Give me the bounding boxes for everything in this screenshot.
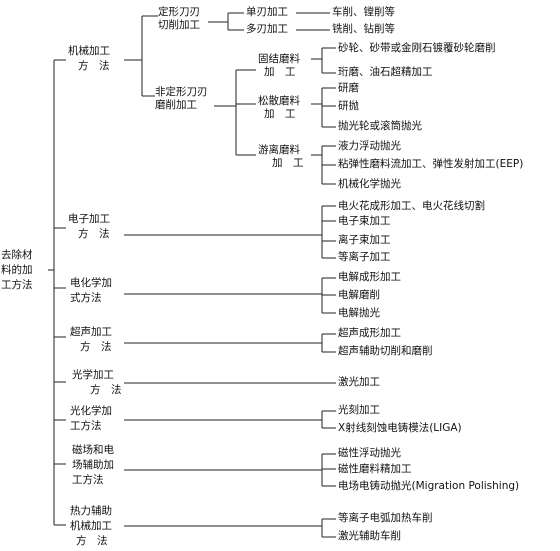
- photochem-line: [124, 410, 336, 429]
- node-line: 加 工: [264, 108, 296, 120]
- mech-single-leaf: 车削、镗削等: [332, 6, 395, 18]
- leaf-item: 机械化学抛光: [338, 178, 401, 190]
- category-thermal: 热力辅助 机械加工 方 法: [70, 504, 112, 549]
- free-abr-split: [311, 145, 336, 185]
- leaf-item: 电场电铸动抛光(Migration Polishing): [338, 480, 520, 492]
- mech-multi-leaf: 铣削、钻削等: [332, 23, 395, 35]
- category-field-assisted: 磁场和电 场辅助加 工方法: [72, 443, 114, 488]
- category-line: 场辅助加: [72, 459, 114, 471]
- category-electrochemical: 电化学加 式方法: [70, 276, 112, 306]
- category-line: 磁场和电: [72, 444, 114, 456]
- node-line: 切削加工: [158, 19, 200, 31]
- category-mechanical: 机械加工 方 法: [68, 44, 110, 74]
- category-stubs: [54, 59, 66, 526]
- category-line: 式方法: [70, 292, 102, 304]
- mech-multi-edge: 多刃加工: [246, 23, 288, 35]
- mech-single-edge: 单刃加工: [246, 6, 288, 18]
- loose-abrasive: 松散磨料 加 工: [258, 95, 300, 121]
- mech-fixed-edge: 定形刀刃 切削加工: [158, 6, 200, 32]
- ultrasonic-line: [124, 333, 336, 353]
- category-line: 光学加工: [72, 369, 114, 381]
- leaf-item: 电解成形加工: [338, 271, 401, 283]
- leaf-item: 磁性磨料精加工: [338, 463, 412, 475]
- fixed-split: [208, 12, 244, 31]
- category-line: 电化学加: [70, 277, 112, 289]
- node-line: 磨削加工: [155, 99, 197, 111]
- node-line: 加 工: [272, 157, 304, 169]
- root-line: 料的加: [1, 264, 33, 276]
- category-line: 工方法: [72, 474, 104, 486]
- leaf-item: 电子束加工: [338, 215, 391, 227]
- node-line: 松散磨料: [258, 95, 300, 107]
- category-electron: 电子加工 方 法: [68, 212, 110, 242]
- fixed-abrasive: 固结磨料 加 工: [258, 53, 300, 79]
- category-line: 方 法: [76, 535, 108, 547]
- category-photochemical: 光化学加 工方法: [70, 404, 112, 434]
- category-optical: 光学加工 方 法: [72, 368, 122, 398]
- leaf-item: 等离子电弧加热车削: [338, 512, 433, 524]
- leaf-item: 液力浮动抛光: [338, 140, 401, 152]
- thermal-line: [124, 518, 336, 538]
- mech-nonfixed-edge: 非定形刀刃 磨削加工: [155, 86, 208, 112]
- node-line: 非定形刀刃: [155, 86, 208, 98]
- leaf-item: 光刻加工: [338, 404, 380, 416]
- node-line: 定形刀刃: [158, 6, 200, 18]
- leaf-item: 电火花成形加工、电火花线切割: [338, 200, 485, 212]
- leaf-item: 等离子加工: [338, 251, 391, 263]
- leaf-item: 激光加工: [338, 376, 380, 388]
- leaf-item: 电解磨削: [338, 289, 380, 301]
- field-line: [124, 453, 336, 487]
- leaf-item: 超声辅助切削和磨削: [338, 345, 433, 357]
- category-line: 超声加工: [70, 326, 112, 338]
- category-ultrasonic: 超声加工 方 法: [70, 325, 112, 355]
- leaf-item: 研抛: [338, 100, 359, 112]
- category-line: 方 法: [80, 341, 112, 353]
- abrasive-split: [235, 69, 256, 156]
- leaf-item: 研磨: [338, 82, 359, 94]
- free-abrasive: 游离磨料 加 工: [258, 144, 304, 170]
- leaf-item: 粘弹性磨料流加工、弹性发射加工(EEP): [338, 158, 524, 170]
- category-line: 热力辅助: [70, 505, 112, 517]
- category-line: 电子加工: [68, 213, 110, 225]
- leaf-item: 抛光轮或滚筒抛光: [338, 120, 422, 132]
- category-line: 机械加工: [68, 45, 110, 57]
- node-line: 加 工: [264, 66, 296, 78]
- leaf-item: 磁性浮动抛光: [338, 447, 401, 459]
- electrochem-line: [124, 277, 336, 314]
- leaf-item: 电解抛光: [338, 307, 380, 319]
- fixed-abr-split: [311, 47, 336, 74]
- leaf-item: X射线刻蚀电铸模法(LIGA): [338, 422, 462, 434]
- category-line: 工方法: [70, 420, 102, 432]
- root-line: 去除材: [1, 249, 33, 261]
- leaf-item: 超声成形加工: [338, 327, 401, 339]
- category-line: 机械加工: [70, 520, 112, 532]
- root-line: 工方法: [1, 279, 33, 291]
- category-line: 方 法: [78, 60, 110, 72]
- category-line: 方 法: [90, 384, 122, 396]
- leaf-item: 激光辅助车削: [338, 530, 401, 542]
- loose-abr-split: [311, 87, 336, 128]
- node-line: 游离磨料: [258, 144, 300, 156]
- leaf-item: 砂轮、砂带或金刚石镀覆砂轮磨削: [338, 42, 496, 54]
- category-line: 方 法: [78, 228, 110, 240]
- leaf-item: 离子束加工: [338, 234, 391, 246]
- category-line: 光化学加: [70, 405, 112, 417]
- electron-line: [124, 205, 336, 259]
- node-line: 固结磨料: [258, 53, 300, 65]
- leaf-item: 珩磨、油石超精加工: [338, 66, 433, 78]
- root-label: 去除材 料的加 工方法: [1, 248, 33, 293]
